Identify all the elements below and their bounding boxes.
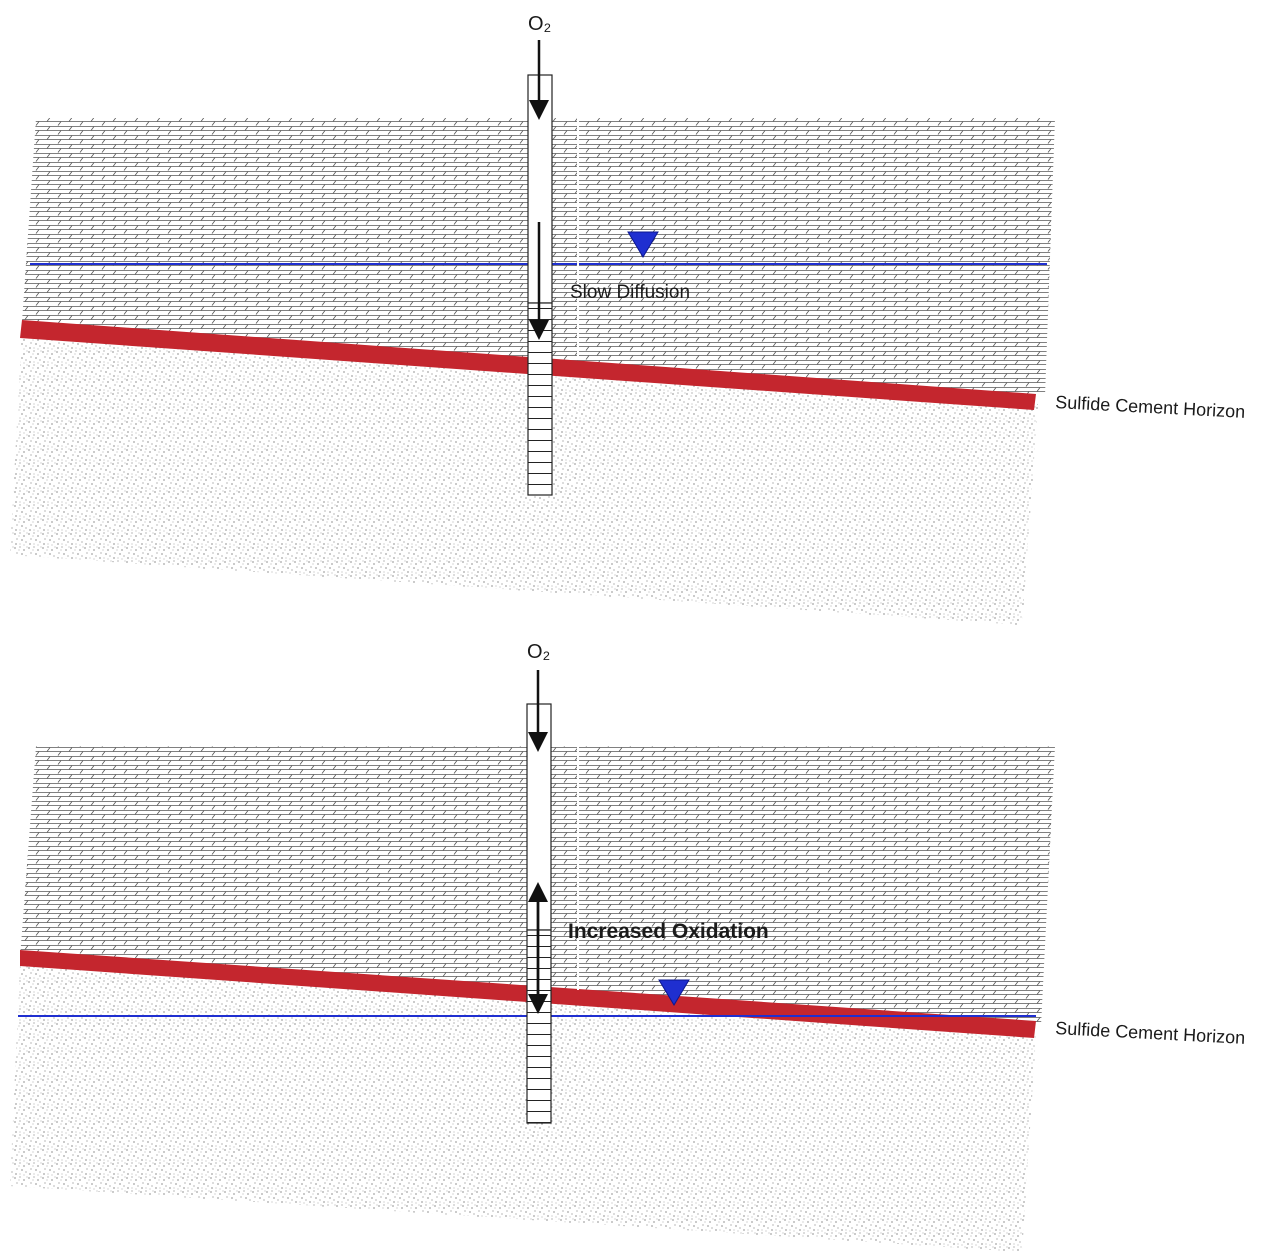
sand-layer bbox=[10, 966, 1036, 1252]
oxygen-label: O₂ bbox=[527, 641, 550, 663]
horizon-label: Sulfide Cement Horizon bbox=[1055, 1018, 1246, 1048]
well-screen bbox=[527, 302, 553, 496]
oxygen-label: O₂ bbox=[528, 13, 551, 35]
sand-layer bbox=[10, 330, 1038, 625]
process-label: Slow Diffusion bbox=[570, 282, 690, 303]
panel-bottom: O₂ Increased Oxidation Sulfide Cement Ho… bbox=[10, 641, 1246, 1252]
process-label: Increased Oxidation bbox=[568, 920, 769, 943]
water-table-marker-icon bbox=[627, 231, 659, 258]
horizon-label: Sulfide Cement Horizon bbox=[1055, 392, 1246, 422]
panel-top: O₂ Slow Diffusion Sulfide Cement Horizon bbox=[10, 13, 1246, 625]
water-table-marker-icon bbox=[658, 979, 690, 1006]
